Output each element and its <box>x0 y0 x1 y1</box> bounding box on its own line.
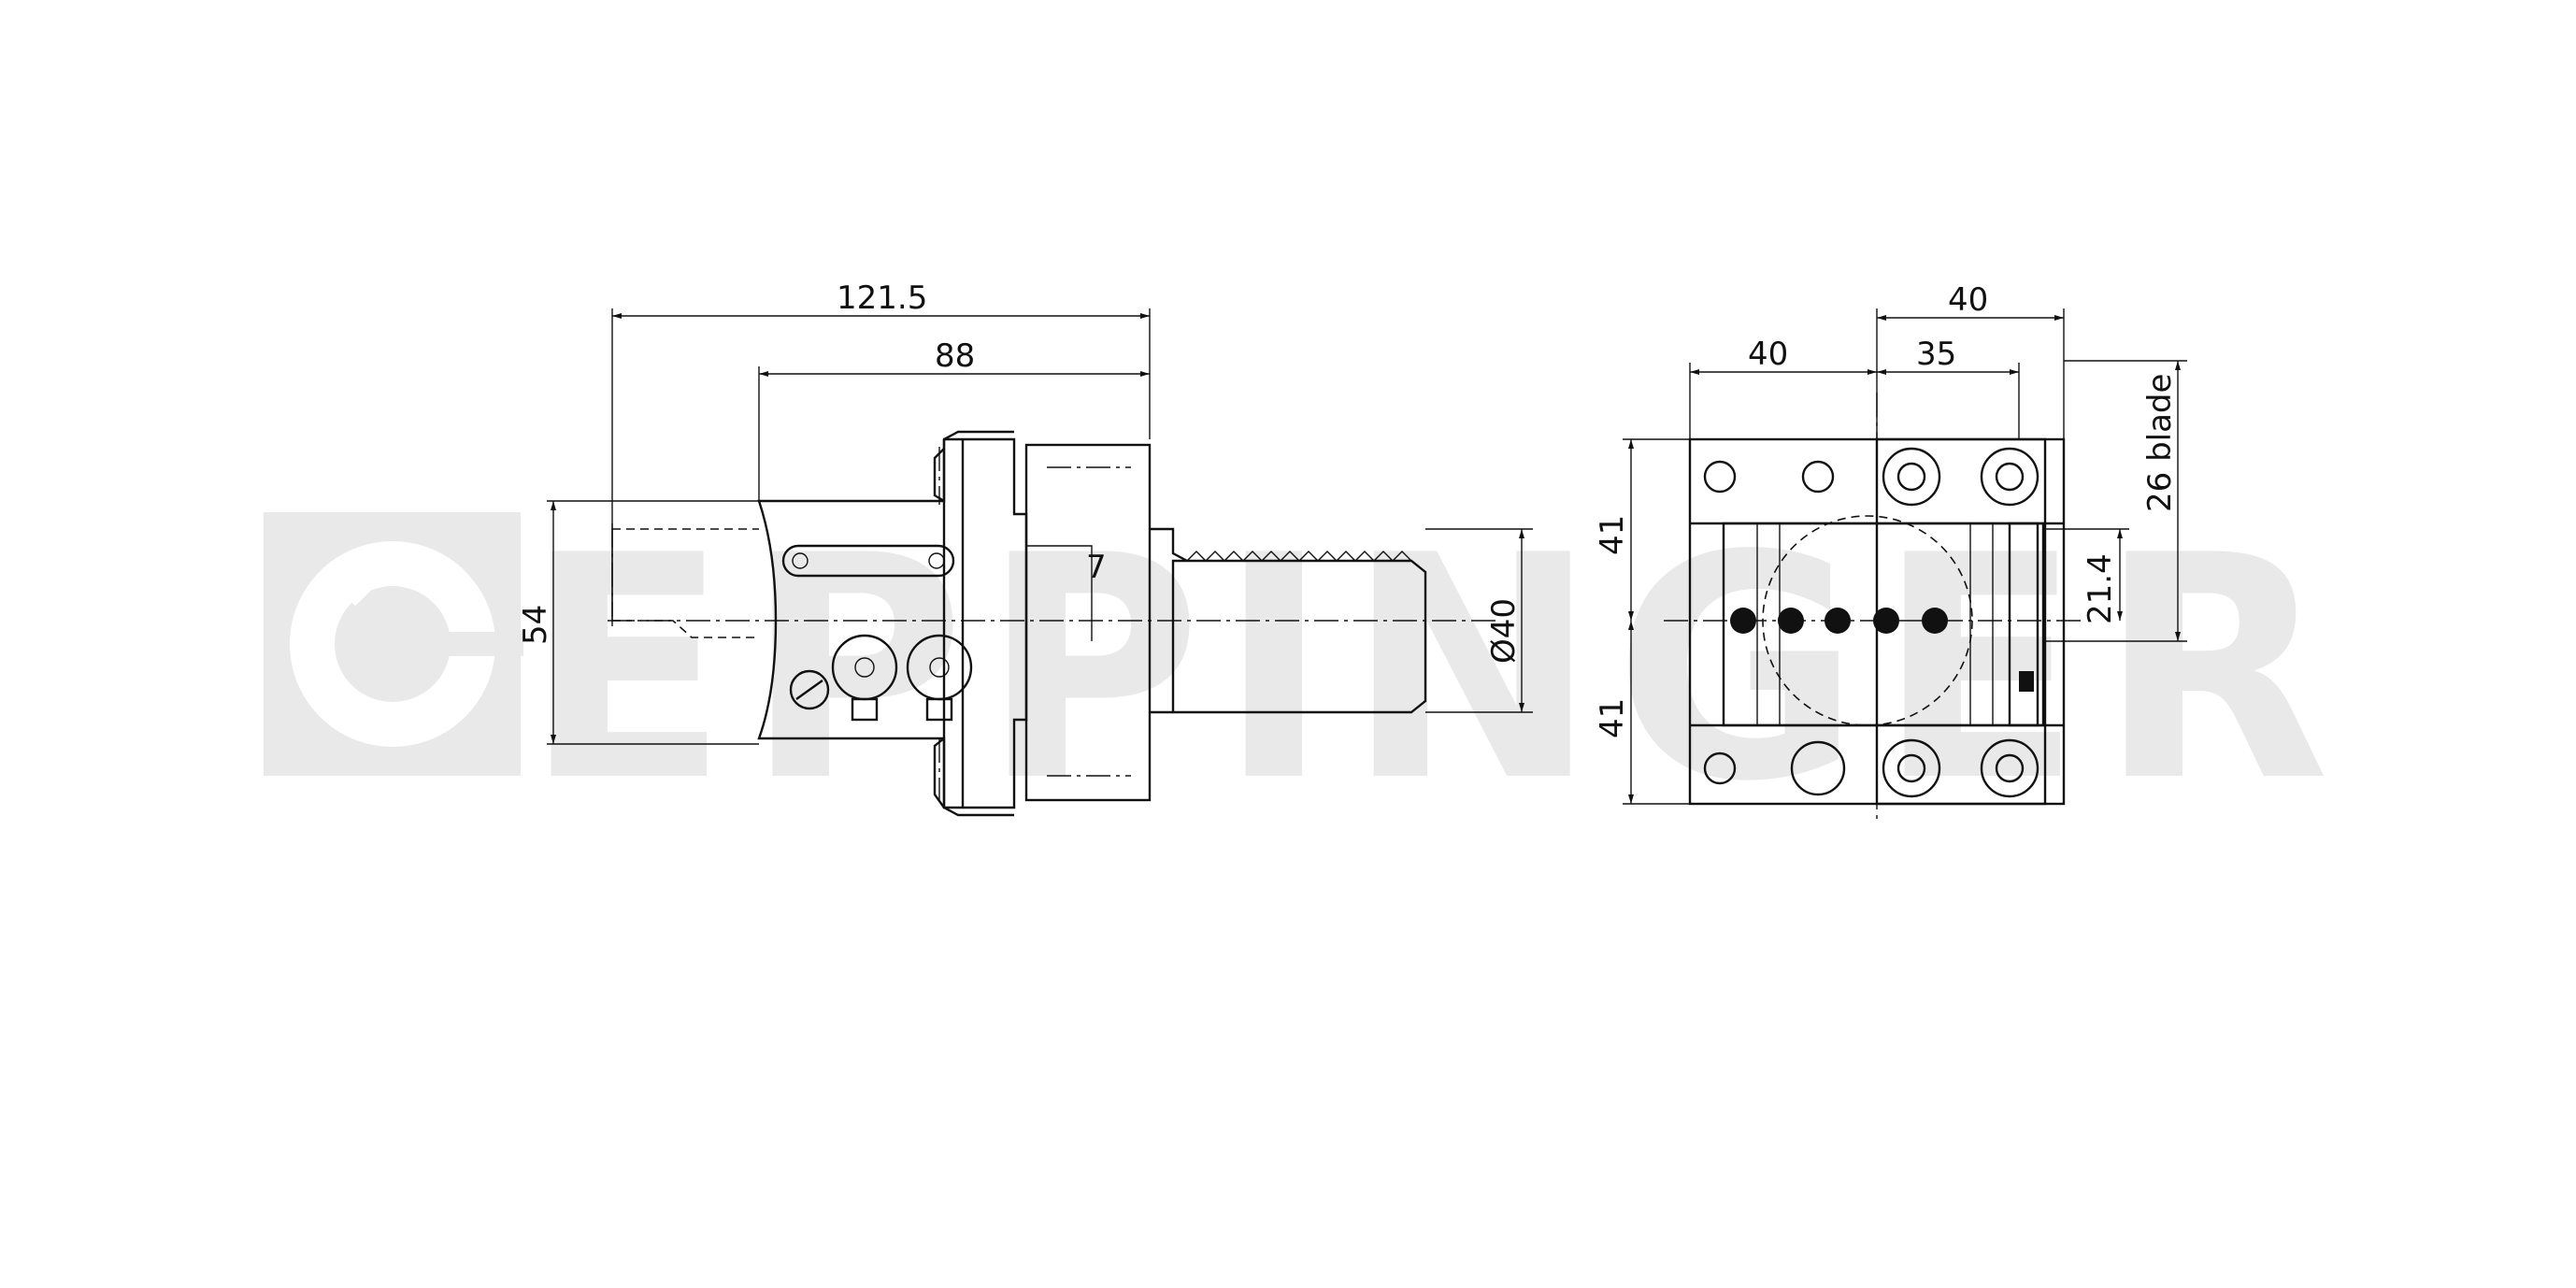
dim-height-54: 54 <box>517 605 554 645</box>
dim-shank-diameter: Ø40 <box>1485 598 1523 664</box>
dim-front-width-top: 40 <box>1948 281 1988 319</box>
dim-body-length: 88 <box>935 337 975 375</box>
front-view: 40 40 35 41 41 26 blade 21.4 <box>1594 281 2187 823</box>
dim-front-height-lower: 41 <box>1594 698 1631 738</box>
eppinger-watermark-logo: EPPINGER <box>264 490 2346 849</box>
dim-front-width-left: 40 <box>1748 336 1788 373</box>
dim-detail-7: 7 <box>1086 549 1107 586</box>
dim-center-offset: 21.4 <box>2082 553 2119 624</box>
dim-overall-length: 121.5 <box>837 279 927 317</box>
dim-front-width-right: 35 <box>1916 336 1956 373</box>
watermark-text: EPPINGER <box>523 490 2346 849</box>
side-view: 7 121.5 88 54 Ø40 <box>517 279 1533 817</box>
dim-blade-height: 26 blade <box>2141 374 2179 512</box>
dim-front-height-upper: 41 <box>1594 515 1631 555</box>
